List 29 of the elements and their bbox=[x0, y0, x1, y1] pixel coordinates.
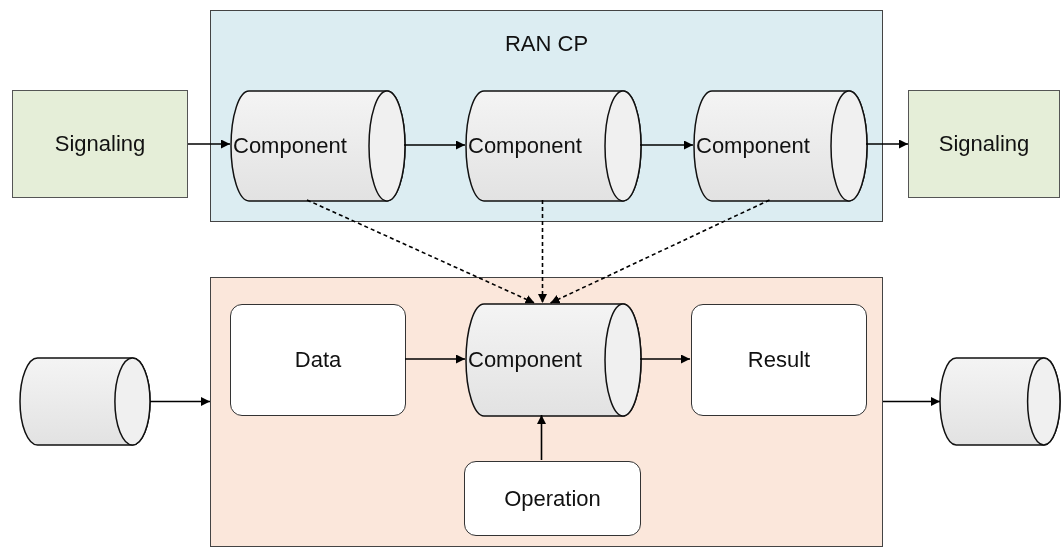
process-box bbox=[691, 304, 867, 416]
arrow bbox=[639, 140, 694, 150]
arrow bbox=[149, 397, 211, 406]
node-label: Signaling bbox=[54, 131, 146, 157]
arrow bbox=[537, 414, 546, 461]
arrow bbox=[538, 199, 547, 304]
node-label: Component bbox=[233, 133, 347, 159]
node-label: Data bbox=[294, 347, 342, 373]
arrow bbox=[187, 139, 231, 149]
process-box bbox=[908, 90, 1060, 198]
node-label: Result bbox=[747, 347, 811, 373]
arrow bbox=[882, 397, 941, 406]
arrow bbox=[306, 199, 536, 304]
arrow bbox=[865, 139, 909, 149]
process-box bbox=[12, 90, 188, 198]
arrow bbox=[639, 354, 691, 364]
process-box bbox=[230, 304, 406, 416]
node-label: Operation bbox=[504, 485, 601, 512]
arrow bbox=[549, 199, 771, 304]
panel-title: RAN CP bbox=[504, 31, 589, 57]
arrow bbox=[403, 140, 466, 150]
node-label: Signaling bbox=[938, 131, 1030, 157]
group-panel bbox=[210, 10, 883, 222]
node-label: Component bbox=[468, 133, 582, 159]
group-panel bbox=[210, 277, 883, 547]
arrow bbox=[404, 354, 466, 364]
node-label: Component bbox=[696, 133, 810, 159]
node-label: Component bbox=[468, 347, 582, 373]
process-box bbox=[464, 461, 641, 536]
